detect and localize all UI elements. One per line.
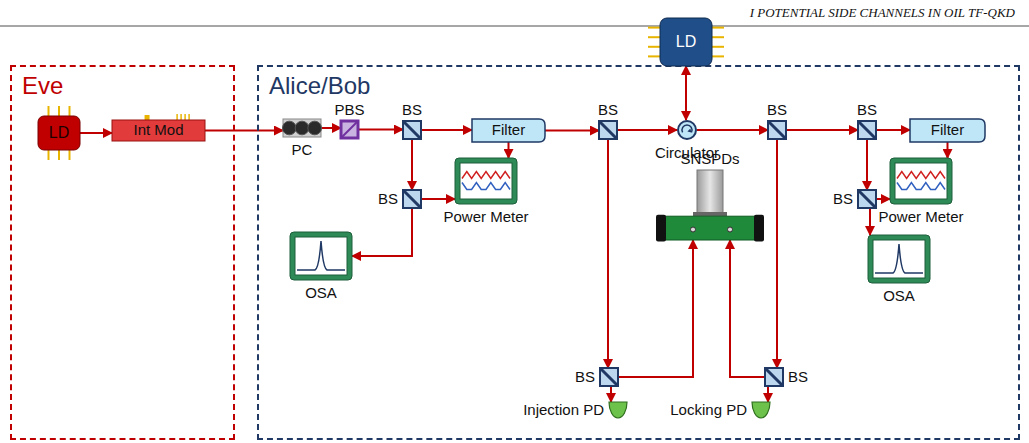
optical-fiber bbox=[876, 198, 890, 200]
component-label: LD bbox=[676, 33, 696, 51]
optical-fiber bbox=[876, 129, 910, 131]
photodiode: Injection PD bbox=[609, 402, 627, 418]
optical-circulator: Circulator bbox=[677, 120, 697, 140]
beam-splitter: BS bbox=[858, 121, 876, 139]
beam-splitter: BS bbox=[765, 368, 783, 386]
component-label: BS bbox=[575, 369, 595, 386]
beam-splitter-icon bbox=[858, 190, 876, 208]
optical-spectrum-analyzer: OSA bbox=[290, 232, 352, 280]
header-line bbox=[0, 26, 1029, 27]
component-label: BS bbox=[598, 102, 618, 119]
snspd-detector-icon bbox=[660, 170, 760, 240]
optical-spectrum-analyzer-icon bbox=[290, 232, 352, 280]
component-label: SNSPDs bbox=[680, 151, 739, 168]
power-meter: Power Meter bbox=[890, 158, 952, 204]
optical-fiber bbox=[610, 386, 612, 402]
beam-splitter: BS bbox=[599, 121, 617, 139]
photodiode-icon bbox=[752, 402, 770, 418]
component-label: BS bbox=[767, 102, 787, 119]
power-meter-icon bbox=[455, 158, 517, 204]
optical-fiber bbox=[947, 142, 949, 158]
component-label: Power Meter bbox=[878, 209, 963, 226]
beam-splitter-icon bbox=[403, 121, 421, 139]
component-label: Injection PD bbox=[523, 402, 604, 419]
optical-fiber bbox=[618, 240, 693, 377]
laser-diode: LD bbox=[660, 18, 712, 66]
beam-splitter-icon bbox=[768, 121, 786, 139]
component-label: BS bbox=[857, 102, 877, 119]
optical-fiber bbox=[776, 139, 778, 368]
beam-splitter: BS bbox=[768, 121, 786, 139]
component-label: Filter bbox=[492, 122, 525, 139]
intensity-modulator: Int Mod bbox=[112, 120, 205, 141]
component-label: Int Mod bbox=[133, 122, 183, 139]
optical-fiber bbox=[685, 66, 687, 120]
optical-fiber bbox=[421, 129, 472, 131]
optical-filter: Filter bbox=[472, 119, 545, 142]
optical-fiber bbox=[545, 130, 599, 132]
optical-fiber bbox=[786, 129, 858, 131]
polarization-controller: PC bbox=[283, 119, 321, 137]
region-box: EveLD Int Mod bbox=[10, 65, 235, 440]
component-label: PC bbox=[292, 142, 313, 159]
optical-fiber bbox=[508, 142, 510, 158]
photodiode-icon bbox=[609, 402, 627, 418]
optical-fiber bbox=[411, 139, 413, 190]
beam-splitter: BS bbox=[858, 190, 876, 208]
optical-fiber bbox=[421, 198, 455, 200]
polarizing-beam-splitter-icon bbox=[341, 121, 358, 138]
optical-fiber bbox=[80, 132, 112, 134]
running-header: I POTENTIAL SIDE CHANNELS IN OIL TF-QKD bbox=[750, 5, 1015, 21]
component-label: Filter bbox=[931, 122, 964, 139]
laser-diode: LD bbox=[38, 116, 80, 150]
component-label: LD bbox=[49, 124, 69, 142]
region-title: Alice/Bob bbox=[269, 73, 370, 99]
component-label: BS bbox=[402, 102, 422, 119]
optical-circulator-icon bbox=[677, 120, 697, 140]
beam-splitter: BS bbox=[403, 190, 421, 208]
optical-spectrum-analyzer: OSA bbox=[868, 235, 930, 283]
optical-fiber bbox=[730, 240, 765, 377]
photodiode: Locking PD bbox=[752, 402, 770, 418]
optical-fiber bbox=[767, 386, 769, 402]
component-label: BS bbox=[378, 191, 398, 208]
region-box: Alice/BobPCPBSBSFilterBSLDCirculatorBSBS… bbox=[257, 65, 1020, 440]
beam-splitter: BS bbox=[600, 368, 618, 386]
polarizing-beam-splitter: PBS bbox=[341, 121, 358, 138]
beam-splitter-icon bbox=[599, 121, 617, 139]
optical-fiber bbox=[866, 139, 868, 190]
beam-splitter-icon bbox=[600, 368, 618, 386]
power-meter: Power Meter bbox=[455, 158, 517, 204]
optical-fiber bbox=[321, 127, 341, 129]
beam-splitter-icon bbox=[403, 190, 421, 208]
optical-fiber bbox=[205, 130, 283, 132]
beam-splitter: BS bbox=[403, 121, 421, 139]
component-label: OSA bbox=[305, 285, 337, 302]
component-label: PBS bbox=[334, 102, 364, 119]
optical-fiber bbox=[358, 129, 403, 131]
component-label: OSA bbox=[883, 288, 915, 305]
optical-fiber bbox=[869, 208, 871, 235]
component-label: BS bbox=[788, 369, 808, 386]
optical-fiber bbox=[697, 129, 768, 131]
beam-splitter-icon bbox=[858, 121, 876, 139]
optical-spectrum-analyzer-icon bbox=[868, 235, 930, 283]
optical-fiber bbox=[617, 129, 677, 131]
component-label: Power Meter bbox=[443, 209, 528, 226]
component-label: Locking PD bbox=[670, 402, 747, 419]
snspd-detector: SNSPDs bbox=[660, 170, 760, 240]
optical-filter: Filter bbox=[910, 119, 985, 142]
region-title: Eve bbox=[22, 73, 63, 99]
optical-fiber bbox=[352, 208, 412, 256]
power-meter-icon bbox=[890, 158, 952, 204]
beam-splitter-icon bbox=[765, 368, 783, 386]
polarization-controller-icon bbox=[283, 119, 321, 137]
optical-fiber bbox=[607, 139, 609, 368]
component-label: BS bbox=[833, 191, 853, 208]
